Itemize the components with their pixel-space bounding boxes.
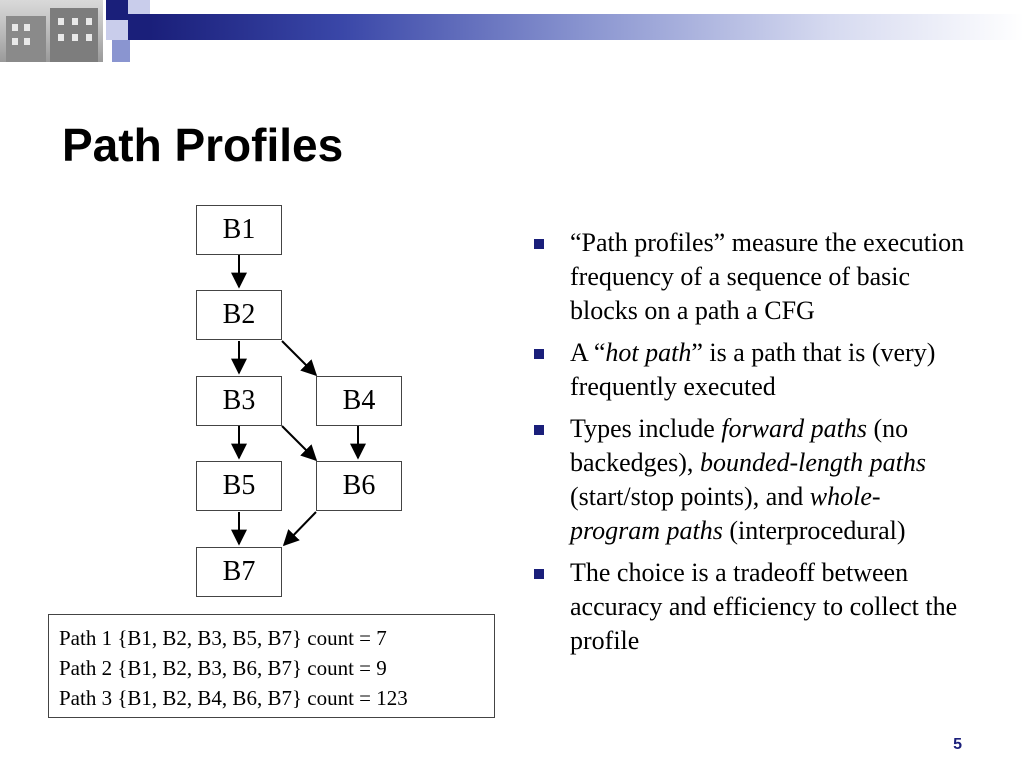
- header-banner: [0, 0, 1024, 62]
- campus-building-photo: [0, 0, 103, 62]
- decorative-square: [106, 20, 128, 40]
- bullet-item: The choice is a tradeoff between accurac…: [530, 556, 970, 658]
- italic-term: forward paths: [721, 414, 867, 443]
- node-b7: B7: [196, 547, 282, 597]
- italic-term: hot path: [605, 338, 692, 367]
- decorative-square: [128, 14, 150, 40]
- cfg-diagram: B1 B2 B3 B4 B5 B6 B7: [180, 195, 430, 605]
- bullet-square-icon: [534, 239, 544, 249]
- decorative-square: [128, 0, 150, 14]
- text-run: (interprocedural): [722, 516, 906, 545]
- bullet-square-icon: [534, 425, 544, 435]
- text-run: The choice is a tradeoff between accurac…: [570, 558, 958, 655]
- decorative-square: [112, 40, 130, 62]
- path-1-line: Path 1 {B1, B2, B3, B5, B7} count = 7: [59, 626, 387, 650]
- text-run: (no backedges),: [570, 414, 909, 477]
- bullet-item: Types include forward paths (no backedge…: [530, 412, 970, 548]
- node-b1: B1: [196, 205, 282, 255]
- edge-b2-b4: [281, 340, 318, 377]
- bullet-text: “Path profiles” measure the execution fr…: [570, 228, 964, 325]
- italic-term: whole-program paths: [570, 482, 881, 545]
- path-2-line: Path 2 {B1, B2, B3, B6, B7} count = 9: [59, 656, 387, 680]
- path-counts-box: Path 1 {B1, B2, B3, B5, B7} count = 7 Pa…: [48, 614, 495, 718]
- slide-title: Path Profiles: [62, 119, 344, 171]
- path-3-line: Path 3 {B1, B2, B4, B6, B7} count = 123: [59, 686, 408, 710]
- node-b2: B2: [196, 290, 282, 340]
- text-run: A “: [570, 338, 606, 367]
- node-b3: B3: [196, 376, 282, 426]
- edge-b3-b6: [281, 425, 318, 462]
- bullet-square-icon: [534, 569, 544, 579]
- bullet-text: A “hot path” is a path that is (very) fr…: [570, 338, 935, 401]
- cfg-edges: [231, 255, 366, 547]
- text-run: (start/stop points), and: [570, 482, 810, 511]
- bullet-item: “Path profiles” measure the execution fr…: [530, 226, 970, 328]
- header-gradient-bar: [150, 14, 1024, 40]
- text-run: “Path profiles” measure the execution fr…: [570, 228, 965, 325]
- node-b5: B5: [196, 461, 282, 511]
- text-run: Types include: [570, 414, 722, 443]
- node-b6: B6: [316, 461, 402, 511]
- text-run: ” is a path that is (very) frequently ex…: [570, 338, 936, 401]
- bullet-list: “Path profiles” measure the execution fr…: [530, 226, 970, 666]
- bullet-item: A “hot path” is a path that is (very) fr…: [530, 336, 970, 404]
- italic-term: bounded-length paths: [699, 448, 926, 477]
- node-b4: B4: [316, 376, 402, 426]
- bullet-text: The choice is a tradeoff between accurac…: [570, 558, 957, 655]
- bullet-square-icon: [534, 349, 544, 359]
- decorative-square: [106, 0, 128, 20]
- edge-b6-b7: [282, 511, 317, 547]
- page-number: 5: [953, 736, 962, 753]
- bullet-text: Types include forward paths (no backedge…: [570, 414, 926, 545]
